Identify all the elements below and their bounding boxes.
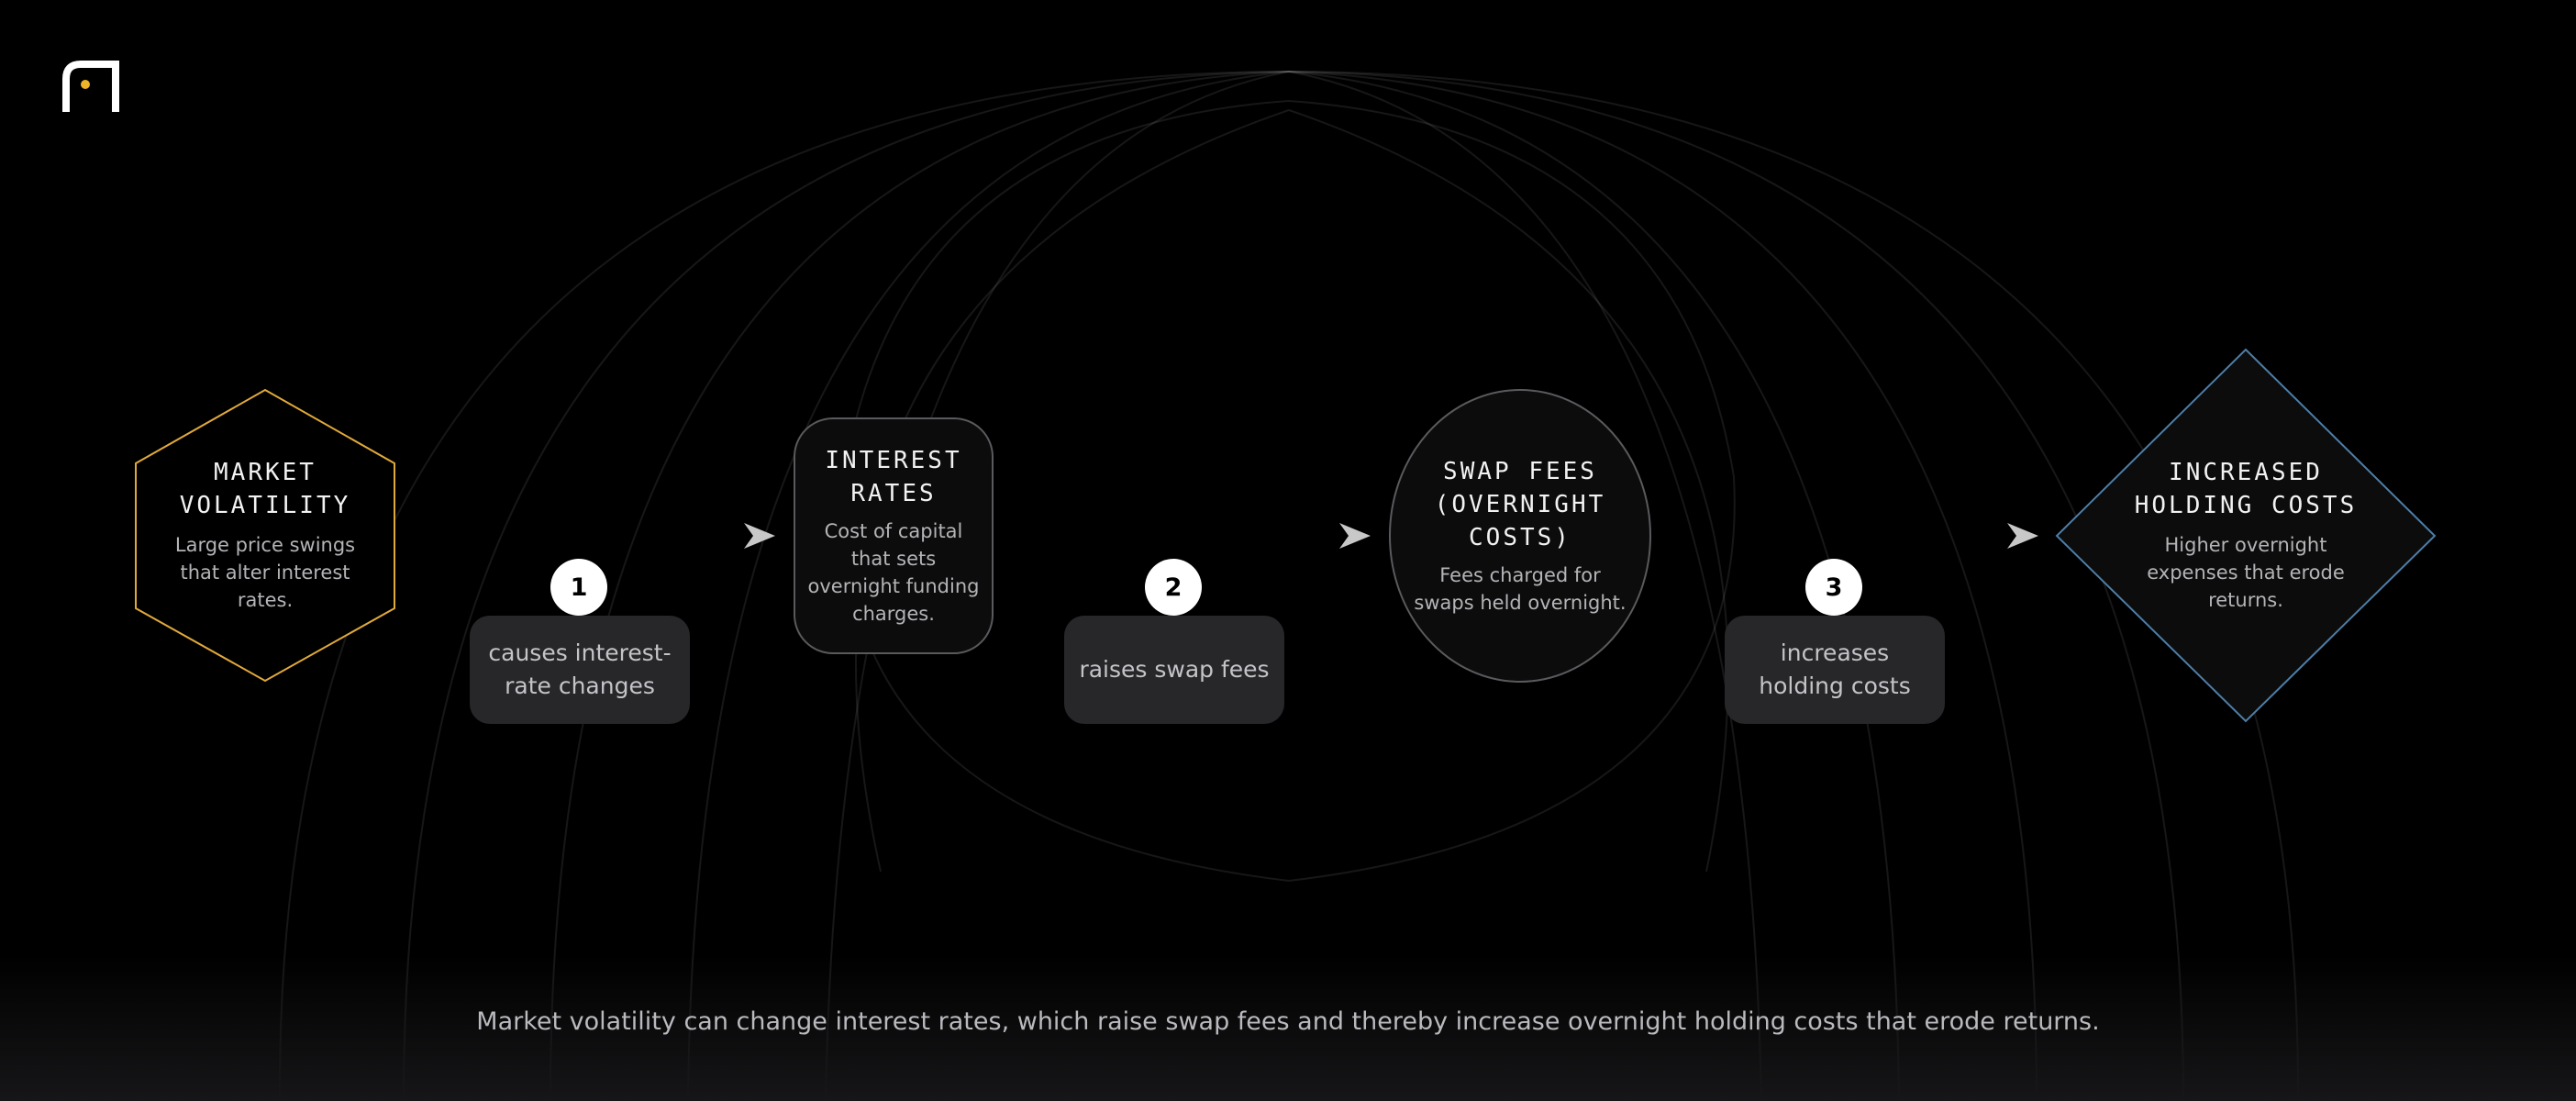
market-volatility-description: Large price swings that alter interest r… [174, 534, 356, 611]
edge-label-1: causes interest- rate changes [470, 616, 690, 724]
edge-arrowhead-2 [1339, 523, 1371, 549]
increased-holding-costs-title: INCREASED HOLDING COSTS [2134, 459, 2358, 519]
interest-rates-node [794, 417, 994, 654]
bottom-fade [0, 954, 2576, 1101]
background-arc-3 [550, 70, 2037, 1101]
swap-fees-title: SWAP FEES (OVERNIGHT COSTS) [1434, 458, 1606, 551]
step-badge-2: 2 [1145, 559, 1202, 616]
diagram-caption: Market volatility can change interest ra… [476, 1007, 2100, 1036]
increased-holding-costs-node [2055, 348, 2437, 723]
edge-arrowhead-3 [2007, 523, 2038, 549]
step-badge-3: 3 [1805, 559, 1862, 616]
edge-arrowhead-1 [744, 523, 775, 549]
interest-rates-description: Cost of capital that sets overnight fund… [807, 520, 980, 625]
edge-label-2: raises swap fees [1064, 616, 1284, 724]
background-arc-7 [842, 99, 1736, 882]
swap-fees-node [1389, 389, 1651, 683]
swap-fees-description: Fees charged for swaps held overnight. [1414, 564, 1627, 614]
edge-label-3: increases holding costs [1725, 616, 1945, 724]
interest-rates-title: INTEREST RATES [825, 447, 962, 507]
market-volatility-title: MARKET VOLATILITY [179, 459, 351, 519]
logo-icon [62, 61, 119, 112]
market-volatility-node [135, 388, 395, 683]
step-badge-1: 1 [550, 559, 607, 616]
increased-holding-costs-description: Higher overnight expenses that erode ret… [2147, 534, 2345, 611]
